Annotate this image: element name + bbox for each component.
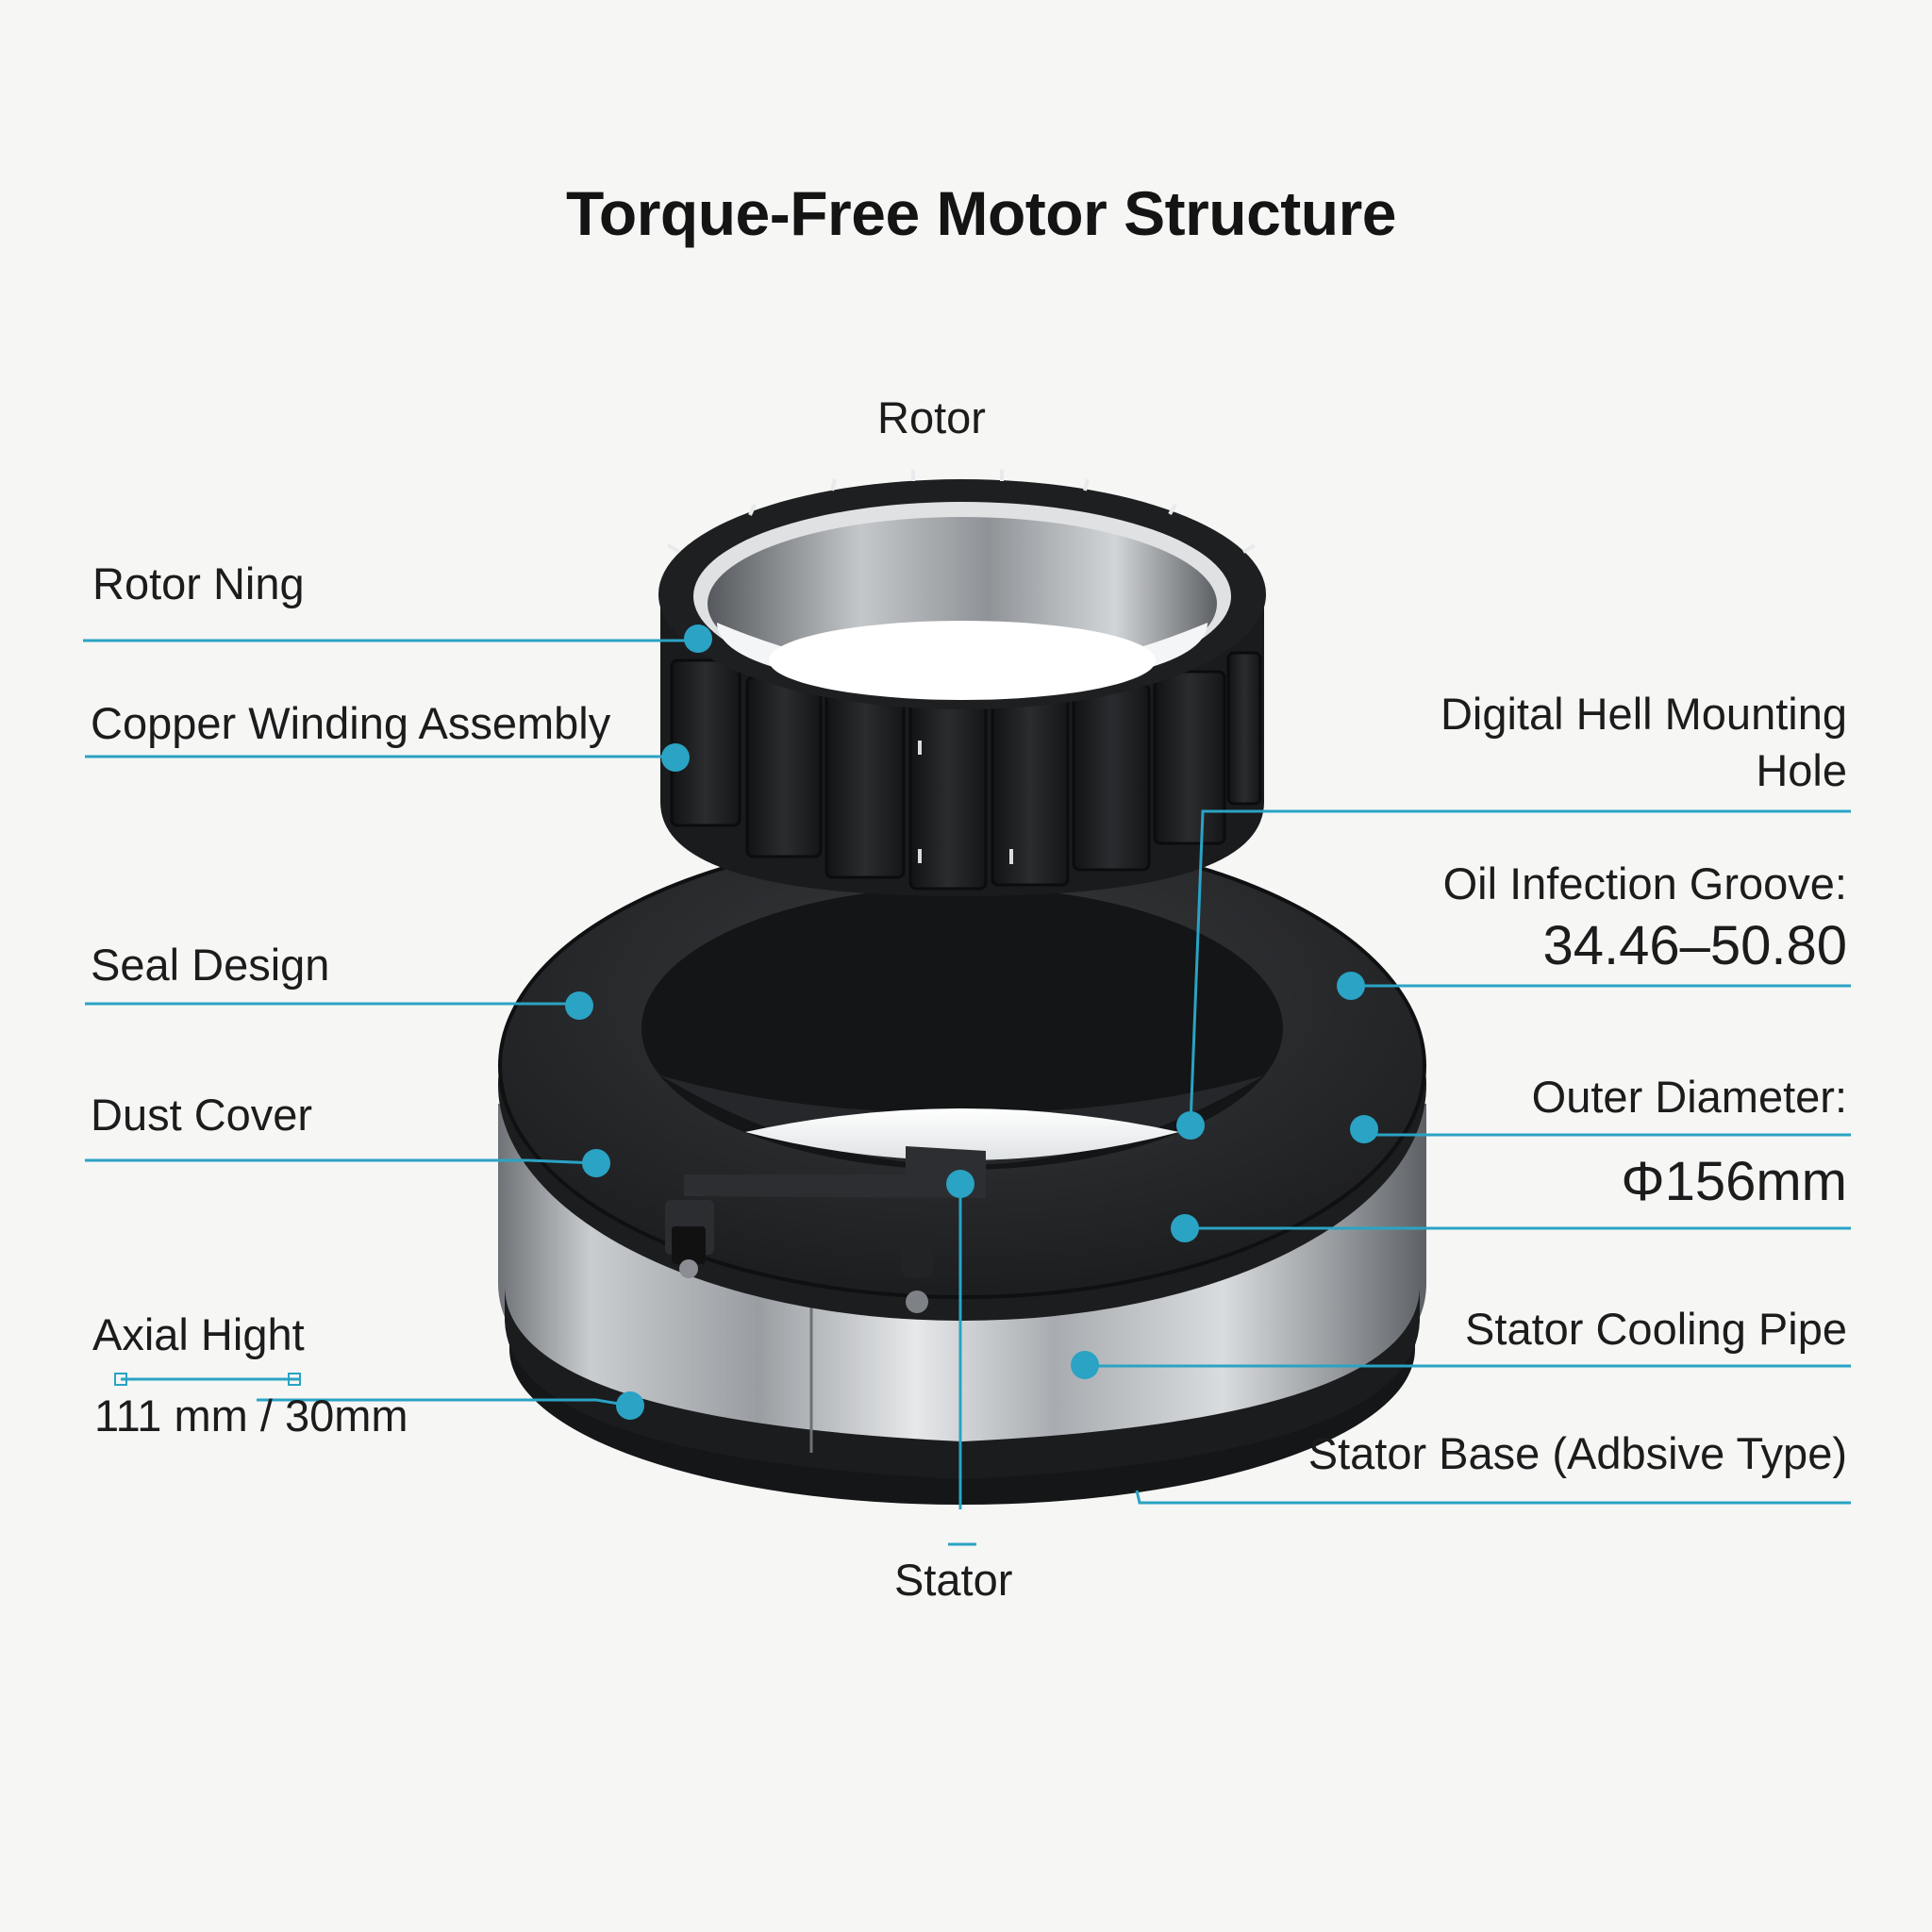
label-oil-infection-value: 34.46–50.80 <box>1542 915 1847 976</box>
label-rotor: Rotor <box>877 392 986 442</box>
label-rotor-ning: Rotor Ning <box>92 558 305 608</box>
label-digital-hell-line2: Hole <box>1756 745 1847 795</box>
rotor-body <box>658 470 1266 896</box>
diagram-title: Torque-Free Motor Structure <box>566 178 1396 248</box>
label-copper-winding: Copper Winding Assembly <box>91 698 611 748</box>
label-stator: Stator <box>894 1555 1013 1605</box>
label-axial-hight: Axial Hight <box>92 1309 305 1359</box>
label-axial-hight-value: 111 mm / 30mm <box>94 1391 408 1441</box>
label-outer-diameter: Outer Diameter: <box>1531 1072 1847 1122</box>
callout-lines <box>83 639 1851 1546</box>
dimension-marker-right <box>288 1373 301 1386</box>
dimension-marker-left <box>114 1373 127 1386</box>
label-stator-base: Stator Base (Adbsive Type) <box>1307 1428 1847 1478</box>
label-dust-cover: Dust Cover <box>91 1090 313 1140</box>
label-seal-design: Seal Design <box>91 940 330 990</box>
callout-dots <box>565 625 1378 1420</box>
label-oil-infection: Oil Infection Groove: <box>1442 858 1847 908</box>
label-stator-cooling-pipe: Stator Cooling Pipe <box>1465 1304 1847 1354</box>
label-digital-hell-line1: Digital Hell Mounting <box>1440 689 1847 739</box>
stator-body <box>498 833 1426 1505</box>
label-outer-diameter-value: Φ156mm <box>1621 1151 1847 1212</box>
